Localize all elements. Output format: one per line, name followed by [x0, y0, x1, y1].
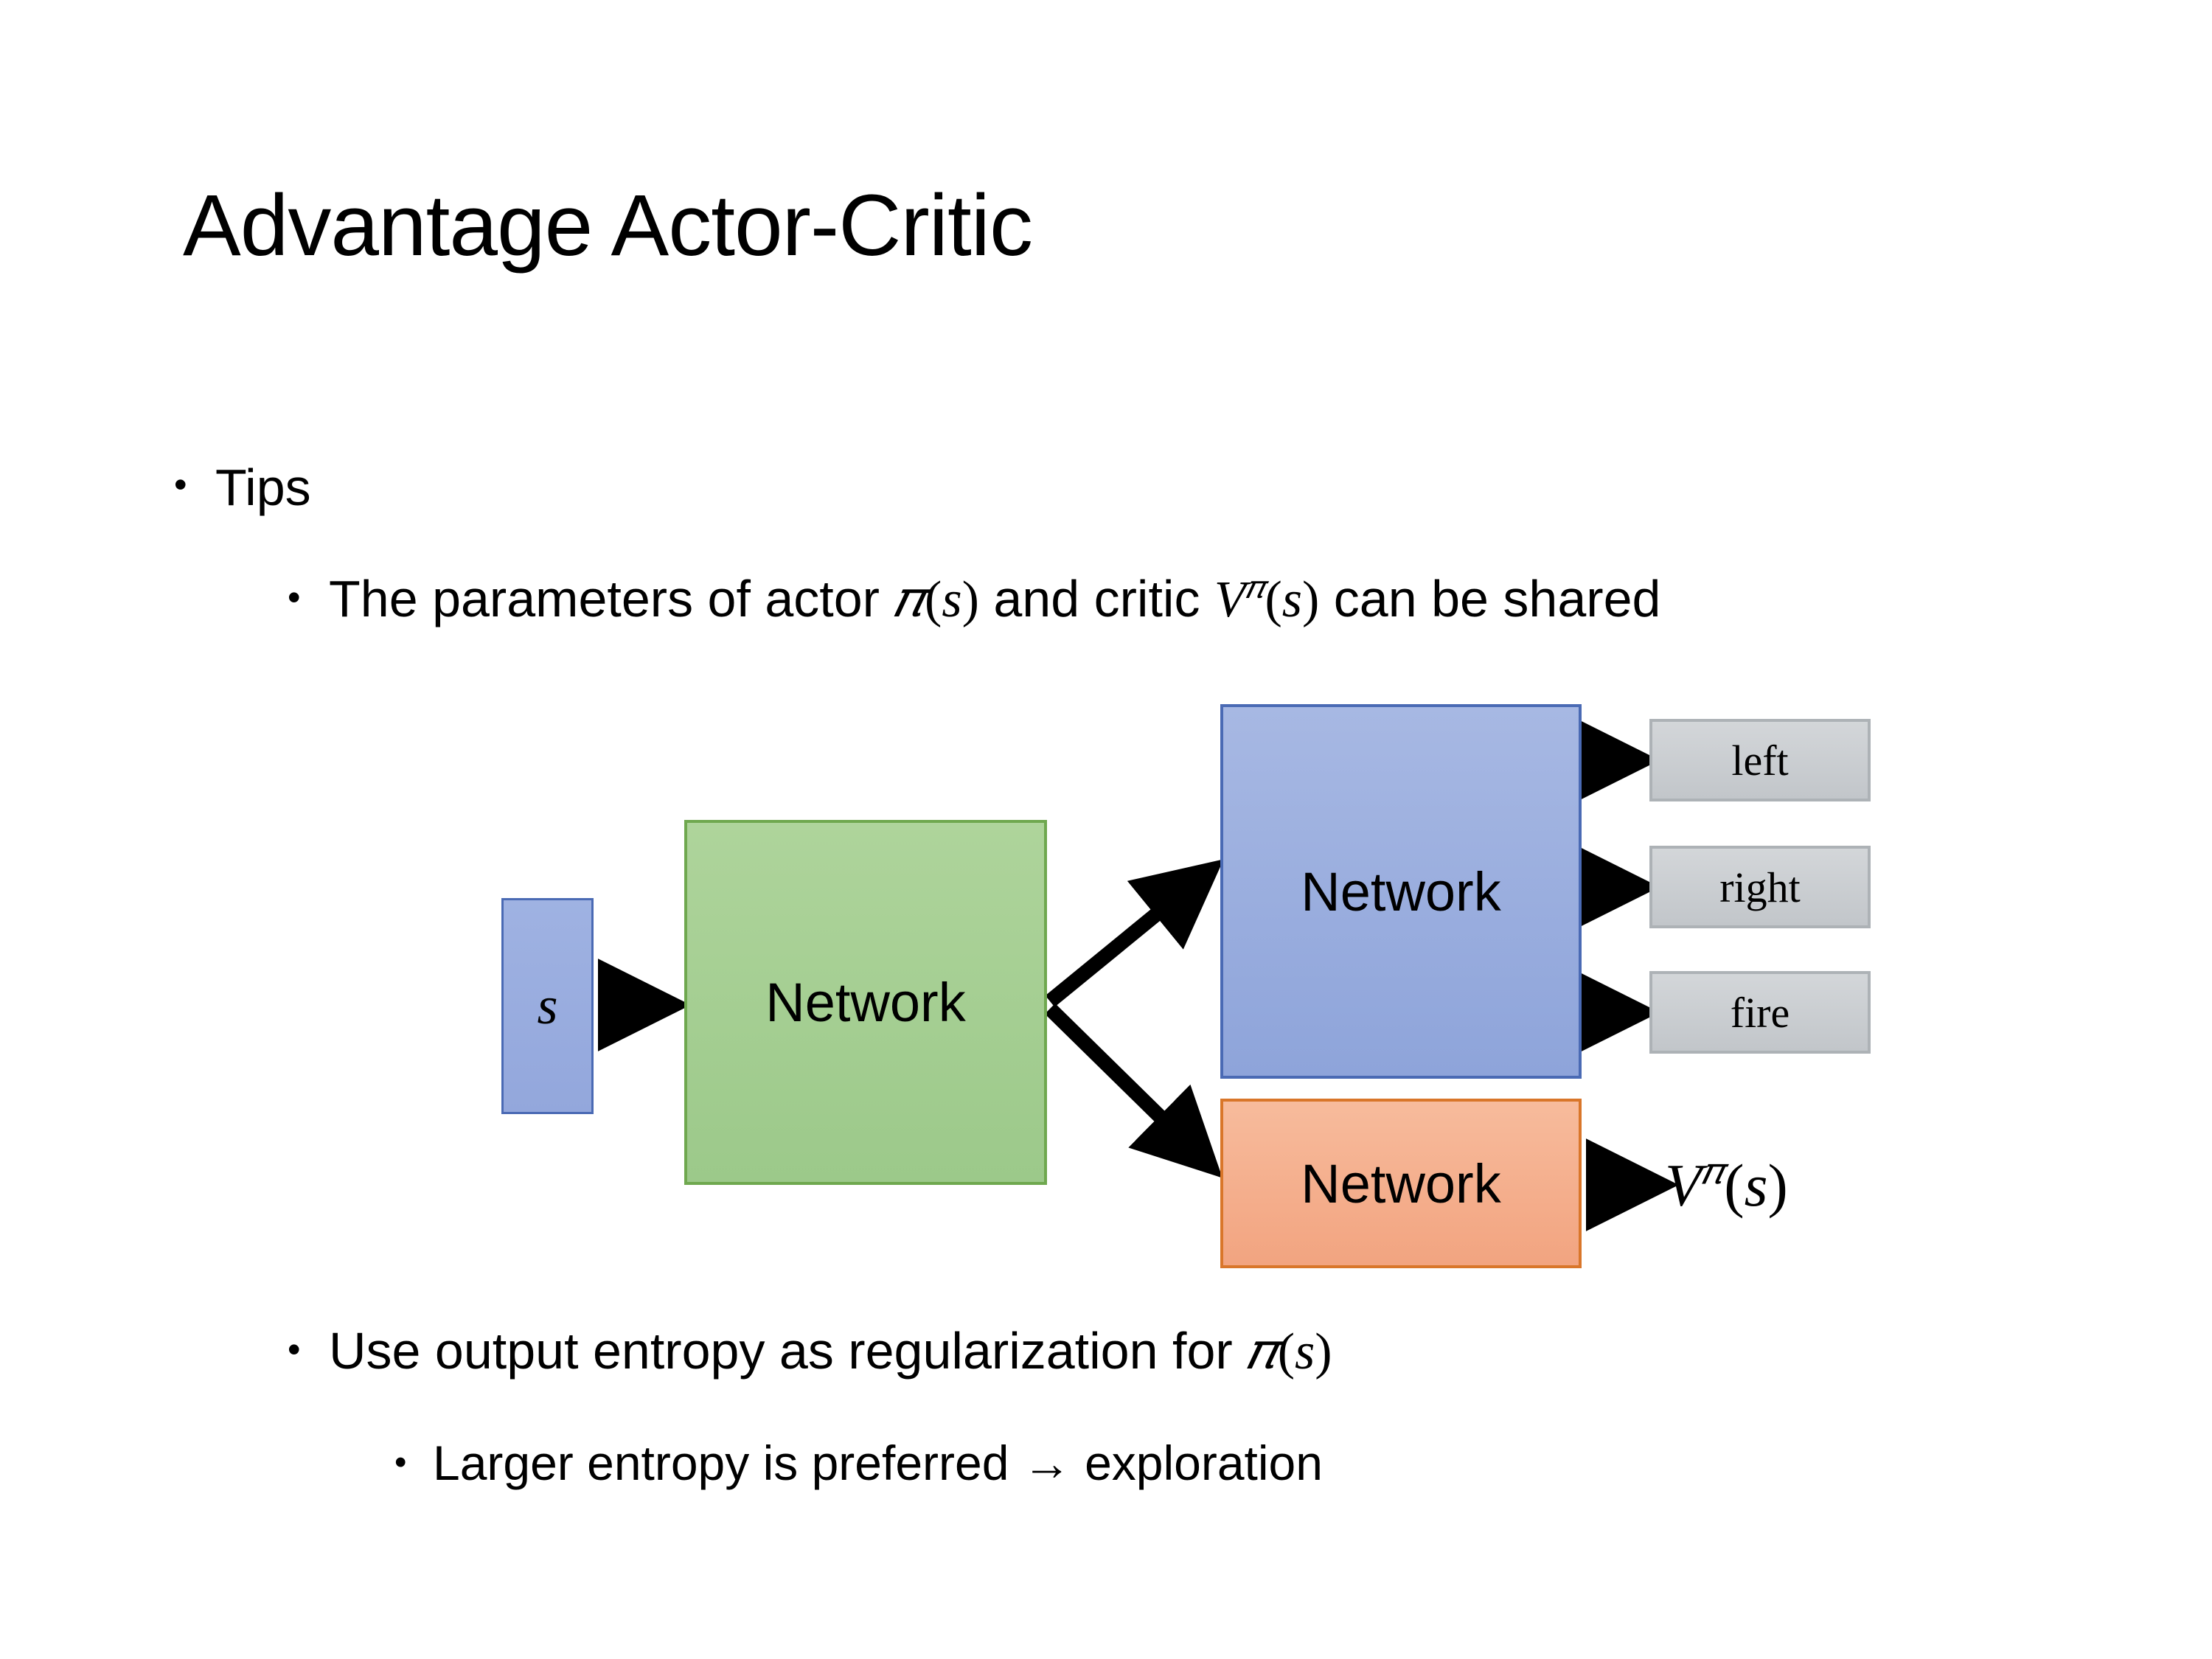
params-text-middle: and critic	[978, 570, 1214, 627]
bullet-marker-icon: •	[288, 1329, 301, 1370]
arrow-shared-to-critic	[1044, 1003, 1222, 1178]
action-output-fire[interactable]: fire	[1649, 971, 1871, 1054]
bullet-entropy-text: Use output entropy as regularization for…	[329, 1320, 2057, 1383]
shared-network-label: Network	[765, 972, 966, 1033]
critic-value-symbol: V𝜋(s)	[1214, 569, 1320, 628]
critic-value-output: V𝜋(s)	[1665, 1150, 1788, 1220]
bullet-tips: • Tips	[174, 457, 311, 518]
shared-network-box[interactable]: Network	[684, 820, 1047, 1185]
actor-network-label: Network	[1301, 860, 1501, 922]
arrow-shared-to-actor	[1045, 859, 1224, 1007]
actor-network-box[interactable]: Network	[1220, 704, 1582, 1079]
bullet-marker-icon: •	[288, 577, 301, 618]
actor-policy-symbol: 𝜋(s)	[894, 571, 979, 628]
bullet-marker-icon: •	[174, 464, 187, 505]
entropy-text-before: Use output entropy as regularization for	[329, 1322, 1248, 1380]
bullet-tips-label: Tips	[215, 459, 311, 516]
bullet-shared-parameters: • The parameters of actor 𝜋(s) and criti…	[288, 568, 2057, 631]
input-state-label: s	[537, 976, 558, 1035]
bullet-larger-entropy: • Larger entropy is preferred → explorat…	[394, 1434, 2164, 1492]
page-title: Advantage Actor-Critic	[183, 177, 1033, 274]
bullet-larger-entropy-label: Larger entropy is preferred → exploratio…	[433, 1436, 1323, 1490]
critic-network-box[interactable]: Network	[1220, 1099, 1582, 1268]
bullet-entropy-regularization: • Use output entropy as regularization f…	[288, 1320, 2057, 1383]
action-output-left[interactable]: left	[1649, 719, 1871, 801]
actor-policy-symbol: 𝜋(s)	[1247, 1324, 1332, 1380]
bullet-shared-parameters-text: The parameters of actor 𝜋(s) and critic …	[329, 568, 1936, 631]
critic-value-symbol: V𝜋(s)	[1665, 1151, 1788, 1220]
action-output-right[interactable]: right	[1649, 846, 1871, 928]
params-text-after: can be shared	[1333, 570, 1661, 627]
params-text-before: The parameters of actor	[329, 570, 894, 627]
bullet-marker-icon: •	[394, 1442, 407, 1481]
critic-network-label: Network	[1301, 1152, 1501, 1214]
input-state-box[interactable]: s	[501, 898, 594, 1114]
